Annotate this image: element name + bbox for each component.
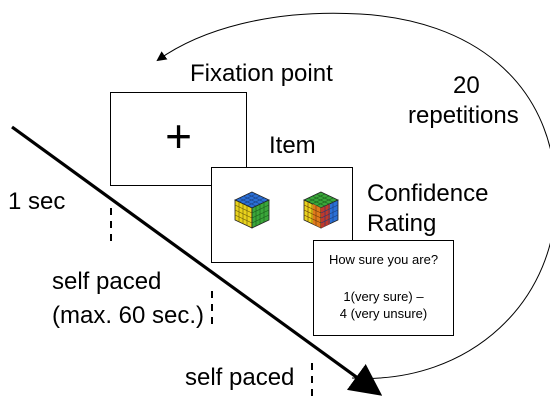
rubiks-cube-variant-icon (303, 191, 339, 229)
item-screen (211, 167, 353, 263)
rating-scale-line2: 4 (very unsure) (339, 306, 428, 321)
item-duration-label-line1: self paced (52, 268, 162, 295)
fixation-cross: + (165, 110, 192, 162)
confidence-rating-label-line2: Rating (367, 210, 437, 237)
rating-duration-label: self paced (185, 364, 295, 391)
rating-scale-line1: 1(very sure) – (343, 289, 424, 304)
repetitions-label: repetitions (408, 102, 519, 129)
rubiks-cube-icon (234, 191, 270, 229)
item-label: Item (269, 132, 316, 159)
rating-question: How sure you are? (328, 252, 439, 267)
fixation-duration-label: 1 sec (8, 188, 66, 215)
confidence-rating-screen: How sure you are? 1(very sure) – 4 (very… (313, 240, 454, 336)
repetition-loop-arrow (156, 12, 550, 379)
timeline-arrow (11, 125, 383, 396)
item-duration-label-line2: (max. 60 sec.) (52, 302, 205, 329)
confidence-rating-label-line1: Confidence (367, 180, 489, 207)
repetitions-count-label: 20 (453, 72, 480, 99)
fixation-point-label: Fixation point (190, 60, 333, 87)
